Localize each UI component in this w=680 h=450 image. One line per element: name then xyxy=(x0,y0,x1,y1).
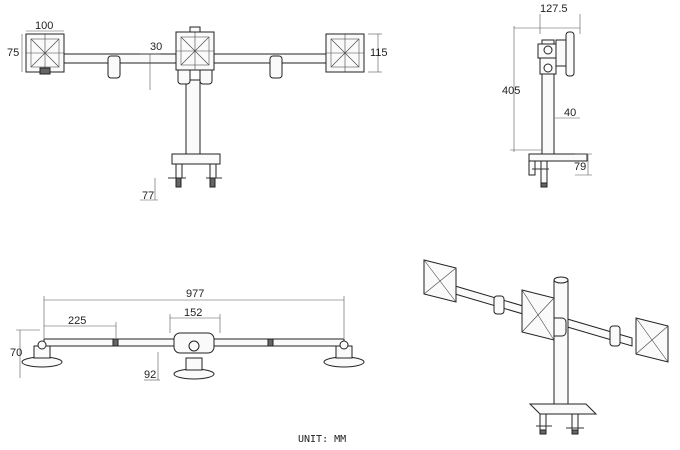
perspective-view xyxy=(423,259,669,435)
right-vesa-plate xyxy=(325,33,365,73)
dim-base: 92 xyxy=(144,369,156,381)
dim-arm-offset: 30 xyxy=(150,41,162,53)
dim-monitor-height: 115 xyxy=(370,47,388,59)
dim-depth: 127.5 xyxy=(540,3,568,15)
dim-center-plate: 152 xyxy=(184,307,202,319)
dim-mount-height: 70 xyxy=(10,347,22,359)
dim-arm-segment: 225 xyxy=(68,315,86,327)
top-view: 977 152 225 70 92 xyxy=(10,288,365,381)
dim-pole-diameter: 40 xyxy=(564,107,576,119)
perspective-left-plate xyxy=(423,259,457,303)
dim-pole-height: 405 xyxy=(502,85,520,97)
dim-total-width: 977 xyxy=(186,288,204,300)
unit-label: UNIT: MM xyxy=(298,434,346,445)
front-view: 100 75 30 115 77 xyxy=(7,20,388,202)
dim-plate-height: 75 xyxy=(7,47,19,59)
center-vesa-plate xyxy=(175,26,215,71)
left-vesa-plate xyxy=(25,33,65,75)
dim-clamp-height: 79 xyxy=(574,161,586,173)
dim-clamp: 77 xyxy=(142,190,154,202)
perspective-right-plate xyxy=(635,317,669,363)
perspective-center-plate xyxy=(521,289,555,341)
dim-plate-width: 100 xyxy=(35,20,53,32)
side-view: 127.5 405 40 79 xyxy=(502,3,592,188)
